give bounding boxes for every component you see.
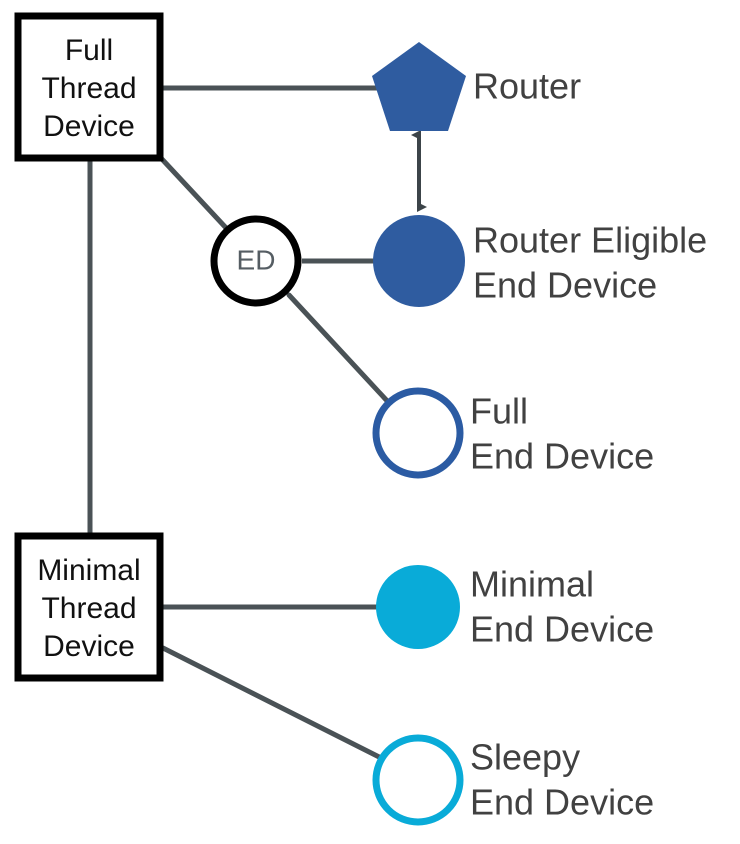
- full-thread-device-label-line2: Thread: [41, 72, 136, 105]
- legend-shape-router[interactable]: [372, 42, 466, 131]
- legend-shape-full-end-device[interactable]: [372, 387, 464, 479]
- legend-label-minimal-end-device-line2: End Device: [470, 609, 654, 650]
- legend-shape-router-eligible-end-device[interactable]: [373, 215, 465, 307]
- full-thread-device-label-line1: Full: [65, 34, 113, 67]
- connector-ftd-to-ed: [157, 154, 231, 233]
- node-minimal-thread-device[interactable]: Minimal Thread Device: [14, 532, 164, 682]
- legend-label-minimal-end-device-line1: Minimal: [470, 564, 594, 605]
- minimal-thread-device-label-line3: Device: [43, 630, 135, 663]
- legend-label-router-line1: Router: [473, 66, 581, 107]
- node-end-device-hub[interactable]: ED: [210, 215, 302, 307]
- legend-label-sleepy-end-device-line2: End Device: [470, 782, 654, 823]
- full-thread-device-label-line3: Device: [43, 110, 135, 143]
- legend-label-router-eligible-end-device-line1: Router Eligible: [473, 220, 707, 261]
- legend-label-full-end-device-line2: End Device: [470, 436, 654, 477]
- legend-label-sleepy-end-device-line1: Sleepy: [470, 737, 580, 778]
- legend-shape-sleepy-end-device[interactable]: [372, 734, 464, 826]
- connector-ed-to-full-end-device: [286, 292, 393, 407]
- connector-mtd-to-sleepy-end-device: [160, 645, 388, 763]
- connector-lines: [87, 85, 427, 763]
- end-device-hub-label: ED: [237, 244, 276, 275]
- legend-label-full-end-device-line1: Full: [470, 391, 528, 432]
- legend-shape-minimal-end-device[interactable]: [376, 565, 460, 649]
- legend-label-router-eligible-end-device-line2: End Device: [473, 265, 657, 306]
- minimal-thread-device-label-line1: Minimal: [37, 554, 140, 587]
- node-full-thread-device[interactable]: Full Thread Device: [14, 12, 164, 162]
- minimal-thread-device-label-line2: Thread: [41, 592, 136, 625]
